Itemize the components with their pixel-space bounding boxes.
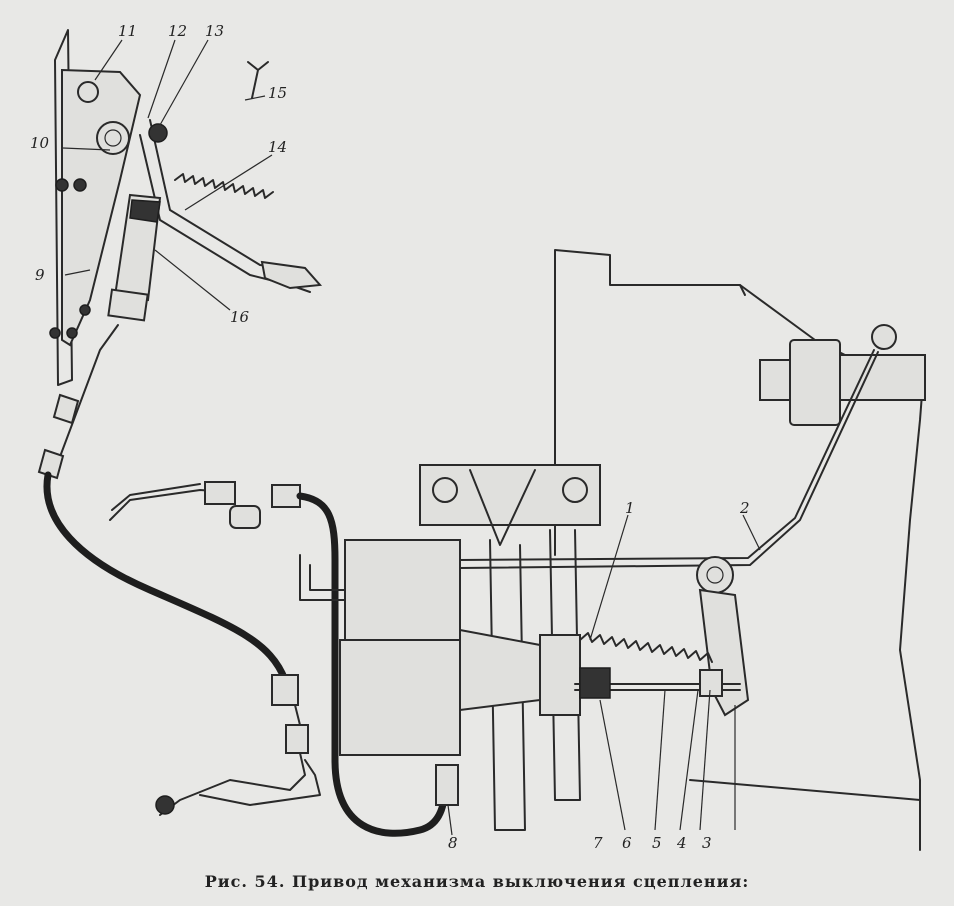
label-9: 9 <box>35 266 45 284</box>
pedal-bracket <box>49 29 142 386</box>
clutch-pedal <box>139 119 323 293</box>
hydraulic-pipe-upper <box>37 324 119 480</box>
clutch-drive-drawing: 11 12 13 15 10 14 9 16 1 2 7 6 5 4 3 8 <box>30 22 926 852</box>
label-16: 16 <box>230 308 250 326</box>
return-spring <box>174 61 274 199</box>
label-1: 1 <box>625 499 635 517</box>
adjusting-rod-and-spring <box>574 632 741 699</box>
master-cylinder <box>107 193 162 322</box>
label-12: 12 <box>168 22 187 40</box>
release-shaft-assembly <box>759 324 926 426</box>
label-14: 14 <box>268 138 287 156</box>
label-8: 8 <box>448 834 458 852</box>
slave-cylinder-housing <box>299 539 581 806</box>
hose-fittings <box>155 674 321 816</box>
label-7: 7 <box>593 834 603 852</box>
mounting-bracket <box>419 464 601 831</box>
flexible-hose <box>43 471 289 684</box>
label-3: 3 <box>702 834 712 852</box>
leader-lines <box>62 39 761 836</box>
label-10: 10 <box>30 134 50 152</box>
label-13: 13 <box>205 22 224 40</box>
label-4: 4 <box>676 834 687 852</box>
engine-body <box>554 249 926 851</box>
label-6: 6 <box>622 834 632 852</box>
label-15: 15 <box>268 84 287 102</box>
label-2: 2 <box>739 499 750 517</box>
label-5: 5 <box>652 834 662 852</box>
push-rod-2 <box>459 349 879 569</box>
label-11: 11 <box>118 22 137 40</box>
figure-caption: Рис. 54. Привод механизма выключения сце… <box>204 872 750 891</box>
left-pipe-fitting <box>109 481 449 837</box>
